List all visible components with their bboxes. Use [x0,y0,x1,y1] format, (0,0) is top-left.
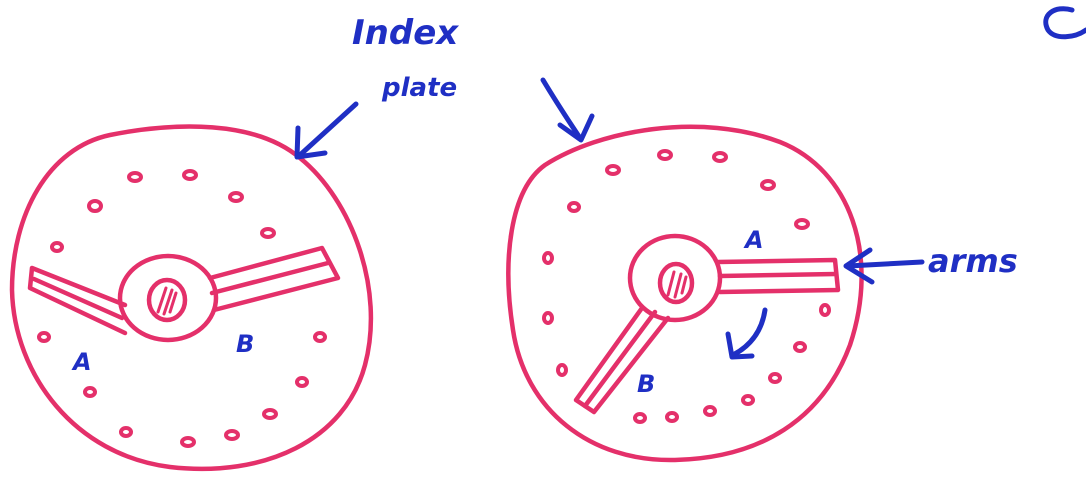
index-hole [544,253,552,263]
index-hole [39,333,49,341]
index-hole [743,396,753,404]
index-hole [762,181,774,189]
index-hole [264,410,276,418]
index-hole [85,388,95,396]
index-hole [667,413,677,421]
left-spindle [149,280,185,320]
index-hole [705,407,715,415]
index-hole [226,431,238,439]
left-index-plate: A B [12,127,371,469]
plate-label: plate [381,73,457,103]
index-hole [795,343,805,351]
index-hole [770,374,780,382]
rotation-arrow [733,310,765,355]
index-hole [184,171,196,179]
index-hole [821,305,829,315]
right-index-plate: A B [508,127,861,460]
index-hole [796,220,808,228]
cropped-circle-mark [1046,9,1086,37]
right-plate-outline [508,127,861,460]
index-hole [558,365,566,375]
index-hole [121,428,131,436]
right-plate-pointer-arrow [543,80,580,138]
left-spindle-hatch [158,288,176,314]
index-label: Index [352,13,459,53]
right-label-b: B [637,370,655,398]
index-hole [714,153,726,161]
right-spindle-hatch [668,272,686,297]
index-hole [659,151,671,159]
index-hole [544,313,552,323]
right-label-a: A [743,226,764,254]
index-hole [262,229,274,237]
index-hole [52,243,62,251]
arms-label: arms [928,242,1018,280]
right-hub [630,236,720,320]
index-hole [182,438,194,446]
index-hole [89,201,101,211]
right-arm-a-inner-line [720,274,836,276]
index-hole [635,414,645,422]
left-plate-pointer-arrow [300,104,356,155]
left-label-a: A [71,348,92,376]
left-arm-b-inner-line [212,263,328,293]
index-hole [607,166,619,174]
index-hole [129,173,141,181]
index-hole [569,203,579,211]
index-hole [315,333,325,341]
index-hole [297,378,307,386]
index-hole [230,193,242,201]
left-label-b: B [236,330,254,358]
